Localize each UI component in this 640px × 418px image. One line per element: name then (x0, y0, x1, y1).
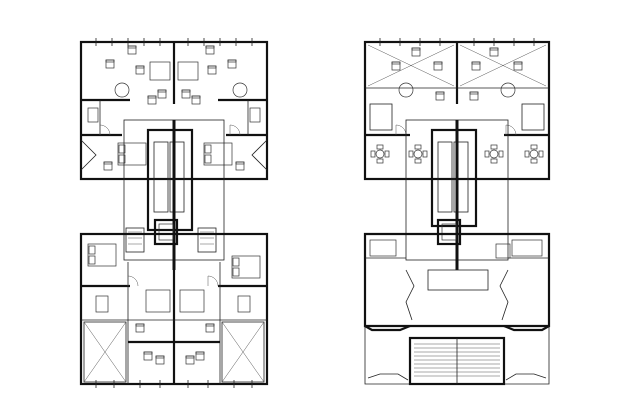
upper-floor-plan (363, 38, 551, 386)
lower-floor-plan (79, 38, 269, 388)
